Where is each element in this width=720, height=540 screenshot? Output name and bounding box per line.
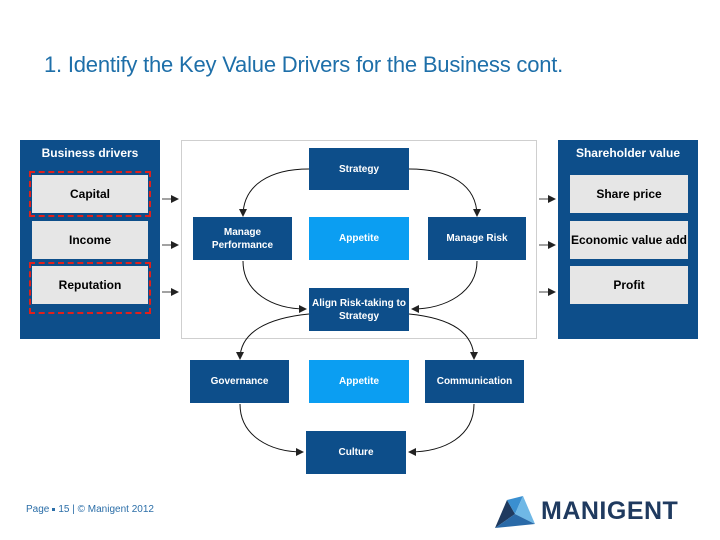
business-drivers-heading: Business drivers: [41, 146, 139, 160]
reputation-highlight: [29, 262, 151, 314]
strategy-box: Strategy: [309, 148, 409, 190]
governance-box: Governance: [190, 360, 289, 403]
page-number: 15: [58, 504, 70, 515]
appetite-top-box: Appetite: [309, 217, 409, 260]
profit-box: Profit: [570, 266, 688, 304]
culture-box: Culture: [306, 431, 406, 474]
appetite-bottom-box: Appetite: [309, 360, 409, 403]
economic-value-add-box: Economic value add: [570, 221, 688, 259]
manigent-logo-icon: [495, 496, 535, 528]
bullet-icon: [52, 507, 56, 511]
capital-highlight: [29, 171, 151, 217]
income-box: Income: [32, 221, 148, 259]
copyright-text: | © Manigent 2012: [72, 504, 154, 515]
share-price-box: Share price: [570, 175, 688, 213]
manage-risk-box: Manage Risk: [428, 217, 526, 260]
capital-box: Capital: [32, 175, 148, 213]
footer: Page 15 | © Manigent 2012: [26, 504, 154, 515]
reputation-box: Reputation: [32, 266, 148, 304]
manigent-logo-text: MANIGENT: [541, 497, 679, 525]
manage-performance-box: Manage Performance: [193, 217, 292, 260]
page-title: 1. Identify the Key Value Drivers for th…: [44, 52, 564, 77]
shareholder-value-heading: Shareholder value: [575, 146, 681, 160]
communication-box: Communication: [425, 360, 524, 403]
page-label: Page: [26, 504, 50, 515]
align-risk-taking-box: Align Risk-taking to Strategy: [309, 288, 409, 331]
